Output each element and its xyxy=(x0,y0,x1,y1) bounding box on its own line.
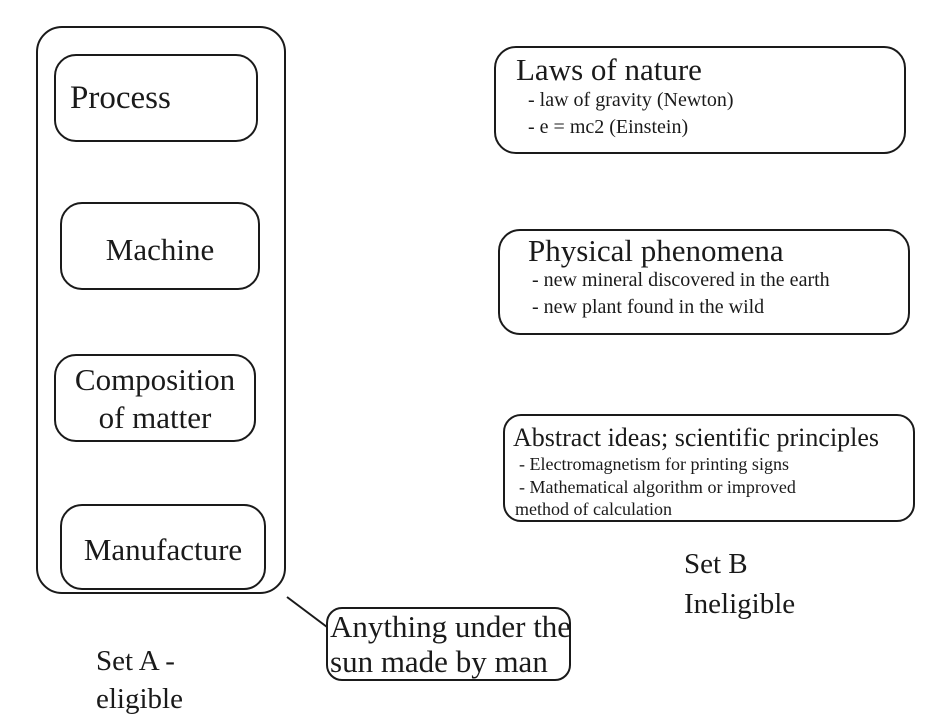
set-a-item-manufacture: Manufacture xyxy=(60,504,266,590)
set-b-caption-line2: Ineligible xyxy=(684,588,796,620)
callout-line2: sun made by man xyxy=(330,644,548,679)
category-example: - law of gravity (Newton) xyxy=(528,89,734,111)
category-example: - e = mc2 (Einstein) xyxy=(528,116,689,138)
set-a-item-machine: Machine xyxy=(60,202,260,290)
set-a-item-label: Manufacture xyxy=(83,532,243,567)
set-b-category-abstract-ideas: Abstract ideas; scientific principles - … xyxy=(503,414,915,522)
set-a-caption-line2: eligible xyxy=(96,683,183,715)
set-b-category-laws-of-nature: Laws of nature - law of gravity (Newton)… xyxy=(494,46,906,154)
category-title: Physical phenomena xyxy=(528,233,784,268)
category-example: - new plant found in the wild xyxy=(532,296,765,318)
set-a-item-label: Machine xyxy=(105,232,215,267)
set-b-category-physical-phenomena: Physical phenomena - new mineral discove… xyxy=(498,229,910,335)
category-example: - new mineral discovered in the earth xyxy=(532,269,830,291)
category-title: Abstract ideas; scientific principles xyxy=(513,423,880,452)
callout-line1: Anything under the xyxy=(330,609,572,644)
set-b-caption-line1: Set B xyxy=(684,548,748,580)
category-example: - Electromagnetism for printing signs xyxy=(519,454,789,474)
category-example: - Mathematical algorithm or improved xyxy=(519,477,796,497)
set-a-item-label-line2: of matter xyxy=(98,400,212,435)
category-title: Laws of nature xyxy=(516,52,702,87)
set-a-callout: Anything under the sun made by man xyxy=(326,607,571,681)
set-a-item-process: Process xyxy=(54,54,258,142)
set-a-item-label-line1: Composition xyxy=(74,362,236,397)
category-example: method of calculation xyxy=(515,499,672,519)
set-a-caption-line1: Set A - xyxy=(96,645,175,677)
set-a-item-label: Process xyxy=(70,80,171,116)
set-a-item-composition-of-matter: Composition of matter xyxy=(54,354,256,442)
